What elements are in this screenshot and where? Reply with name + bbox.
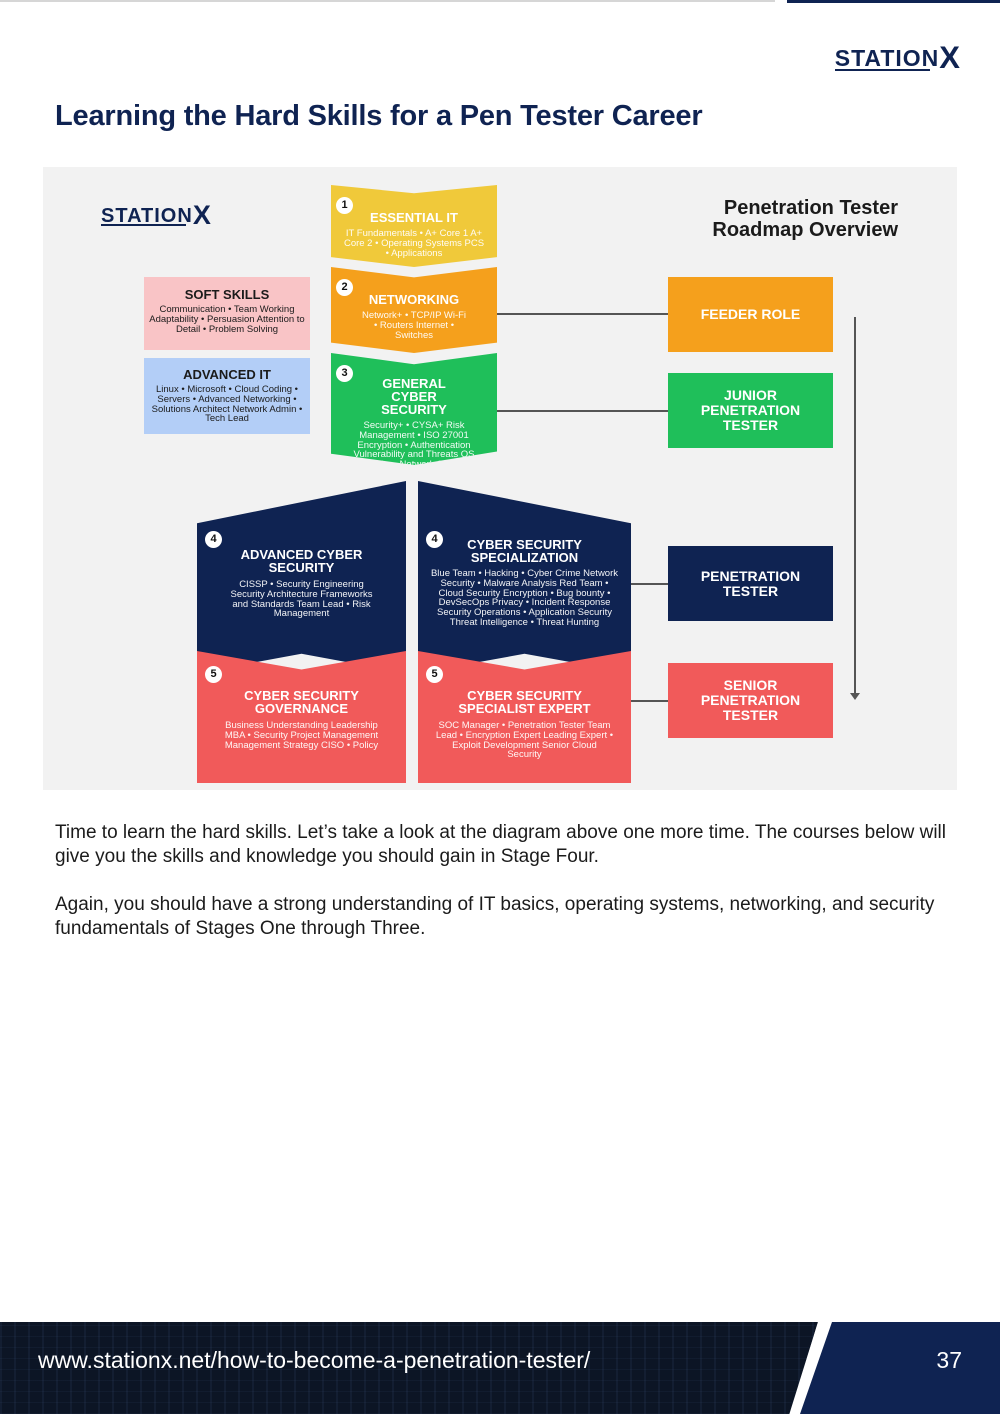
stage-general-cyber-security: 3 GENERAL CYBER SECURITY Security+ • CYS… (331, 353, 497, 465)
stage-number-badge: 2 (336, 279, 353, 296)
stage-title: CYBER SECURITY GOVERNANCE (244, 688, 359, 716)
footer-page-panel (800, 1322, 1000, 1414)
arrow-down-icon (850, 693, 860, 700)
role-penetration-tester: PENETRATION TESTER (668, 546, 833, 621)
role-junior-penetration-tester: JUNIOR PENETRATION TESTER (668, 373, 833, 448)
top-rule-accent (787, 0, 1000, 3)
diagram-title: Penetration Tester Roadmap Overview (712, 197, 898, 241)
stage-title: NETWORKING (368, 292, 460, 307)
stage-number-badge: 4 (426, 531, 443, 548)
stage-details: CISSP • Security Engineering Security Ar… (230, 579, 373, 620)
stage-essential-it: 1 ESSENTIAL IT IT Fundamentals • A+ Core… (331, 185, 497, 267)
role-feeder: FEEDER ROLE (668, 277, 833, 352)
connector-networking-feeder (497, 313, 668, 315)
footer-background (0, 1322, 818, 1414)
body-paragraph: Time to learn the hard skills. Let’s tak… (55, 822, 946, 867)
connector-specialization-pentester (631, 583, 668, 585)
stage-number-badge: 5 (205, 666, 222, 683)
soft-skills-details: Communication • Team Working Adaptabilit… (149, 304, 305, 335)
stage-cyber-security-specialization: 4 CYBER SECURITY SPECIALIZATION Blue Tea… (418, 481, 631, 673)
stage-title: CYBER SECURITY SPECIALIST EXPERT (458, 688, 591, 716)
stage-number-badge: 4 (205, 531, 222, 548)
advanced-it-title: ADVANCED IT (183, 367, 271, 382)
roadmap-diagram: STATIONX Penetration Tester Roadmap Over… (43, 167, 957, 790)
stage-number-badge: 3 (336, 365, 353, 382)
stage-details: Blue Team • Hacking • Cyber Crime Networ… (430, 568, 619, 628)
page-title: Learning the Hard Skills for a Pen Teste… (55, 100, 703, 132)
advanced-it-details: Linux • Microsoft • Cloud Coding • Serve… (151, 384, 303, 425)
stage-title: ADVANCED CYBER SECURITY (240, 547, 363, 575)
stage-cyber-security-governance: 5 CYBER SECURITY GOVERNANCE Business Und… (197, 651, 406, 783)
connector-expert-senior (631, 700, 668, 702)
soft-skills-title: SOFT SKILLS (184, 287, 270, 302)
stage-number-badge: 1 (336, 197, 353, 214)
career-progression-line (854, 317, 856, 695)
diagram-logo: STATIONX (101, 200, 211, 230)
stage-details: Network+ • TCP/IP Wi-Fi • Routers Intern… (361, 310, 467, 341)
stage-advanced-cyber-security: 4 ADVANCED CYBER SECURITY CISSP • Securi… (197, 481, 406, 673)
page-footer: www.stationx.net/how-to-become-a-penetra… (0, 1322, 1000, 1414)
top-rule (0, 0, 775, 2)
body-paragraph: Again, you should have a strong understa… (55, 894, 935, 939)
stage-details: SOC Manager • Penetration Tester Team Le… (435, 720, 614, 761)
advanced-it-box: ADVANCED IT Linux • Microsoft • Cloud Co… (144, 358, 310, 434)
stage-details: IT Fundamentals • A+ Core 1 A+ Core 2 • … (343, 228, 485, 259)
stage-cyber-security-specialist-expert: 5 CYBER SECURITY SPECIALIST EXPERT SOC M… (418, 651, 631, 783)
stage-number-badge: 5 (426, 666, 443, 683)
stage-title: CYBER SECURITY SPECIALIZATION (467, 537, 582, 565)
stationx-logo: STATIONX (834, 40, 960, 75)
role-senior-penetration-tester: SENIOR PENETRATION TESTER (668, 663, 833, 738)
stage-title: ESSENTIAL IT (370, 210, 458, 225)
stage-details: Security+ • CYSA+ Risk Management • ISO … (353, 420, 475, 471)
connector-general-junior (497, 410, 668, 412)
footer-url-link[interactable]: www.stationx.net/how-to-become-a-penetra… (38, 1347, 591, 1373)
stage-details: Business Understanding Leadership MBA • … (224, 720, 379, 751)
stage-networking: 2 NETWORKING Network+ • TCP/IP Wi-Fi • R… (331, 267, 497, 353)
page-number: 37 (936, 1347, 962, 1373)
stage-title: GENERAL CYBER SECURITY (381, 376, 447, 417)
soft-skills-box: SOFT SKILLS Communication • Team Working… (144, 277, 310, 350)
